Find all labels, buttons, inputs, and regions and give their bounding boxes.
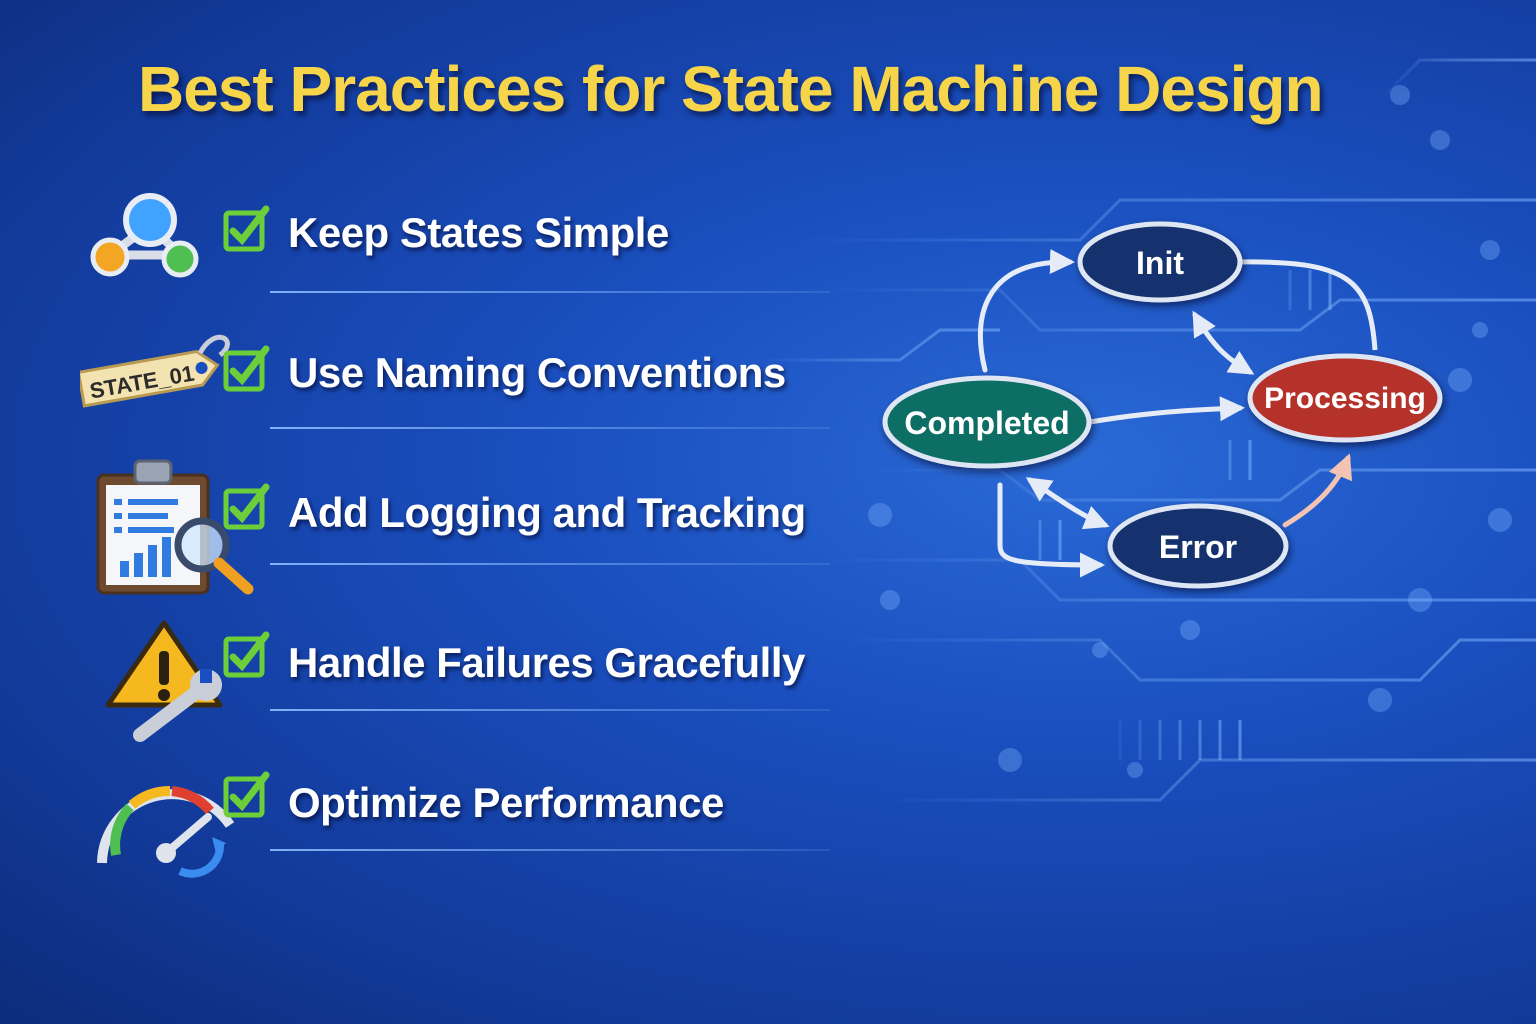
practice-label: Add Logging and Tracking	[288, 489, 806, 536]
state-init: Init	[1077, 221, 1243, 303]
state-processing: Processing	[1247, 353, 1443, 443]
checkbox-checked-icon	[223, 631, 270, 678]
transition-completed-processing	[1087, 396, 1245, 425]
warning-wrench-icon	[105, 620, 223, 742]
speedometer-icon	[97, 786, 235, 878]
practice-keep-states-simple: Keep States Simple	[80, 175, 830, 295]
state-label: Init	[1136, 245, 1184, 281]
practice-use-naming-conventions: STATE_01 Use Naming Conventions	[80, 315, 830, 435]
practice-label: Handle Failures Gracefully	[288, 639, 805, 686]
divider	[270, 709, 830, 711]
practice-optimize-performance: Optimize Performance	[80, 745, 830, 878]
transition-init-processing-outer	[1234, 259, 1378, 351]
state-label: Processing	[1264, 382, 1426, 415]
name-tag-icon: STATE_01	[80, 334, 230, 408]
practice-handle-failures-gracefully: Handle Failures Gracefully	[80, 605, 830, 742]
state-label: Error	[1159, 529, 1237, 565]
transition-init-processing	[1192, 310, 1255, 375]
connected-nodes-icon	[90, 193, 199, 278]
practice-label: Keep States Simple	[288, 209, 669, 256]
checkbox-checked-icon	[223, 483, 270, 530]
transition-completed-error	[1025, 477, 1110, 530]
transition-completed-init	[977, 249, 1075, 373]
state-completed: Completed	[882, 375, 1092, 469]
checkbox-checked-icon	[223, 345, 270, 392]
state-machine-diagram: Init Processing Completed Error	[882, 221, 1443, 589]
transition-completed-error-loop	[997, 482, 1105, 578]
divider	[270, 563, 830, 565]
practice-add-logging-and-tracking: Add Logging and Tracking	[80, 455, 830, 595]
checkbox-checked-icon	[223, 205, 270, 252]
state-error: Error	[1107, 503, 1289, 589]
page-title: Best Practices for State Machine Design	[138, 53, 1324, 125]
divider	[270, 427, 830, 429]
practice-label: Optimize Performance	[288, 779, 724, 826]
clipboard-magnifier-icon	[96, 459, 254, 595]
checkbox-checked-icon	[223, 771, 270, 818]
practice-label: Use Naming Conventions	[288, 349, 786, 396]
transition-error-processing	[1282, 453, 1353, 528]
state-label: Completed	[904, 405, 1069, 441]
divider	[270, 849, 830, 851]
divider	[270, 291, 830, 293]
